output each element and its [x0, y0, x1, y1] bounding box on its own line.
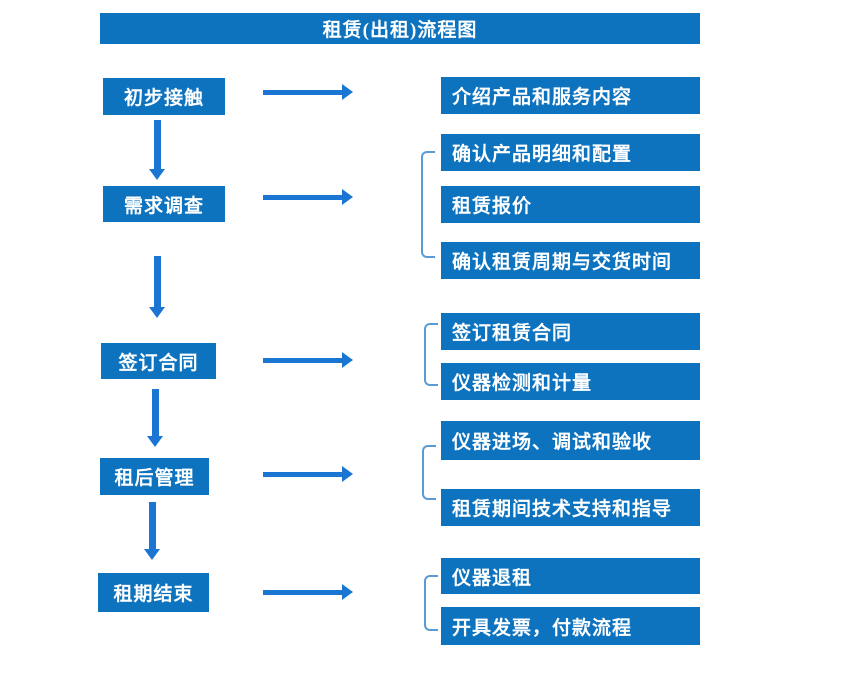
arrow-head	[149, 307, 165, 318]
arrow-shaft	[263, 194, 342, 200]
flowchart-title: 租赁(出租)流程图	[100, 13, 700, 44]
step-box-post-rental-management: 租后管理	[100, 458, 209, 495]
detail-box-instrument-setup-acceptance: 仪器进场、调试和验收	[441, 421, 700, 460]
detail-box-tech-support: 租赁期间技术支持和指导	[441, 489, 700, 526]
arrow-head	[149, 169, 165, 180]
step-box-rental-end: 租期结束	[98, 573, 209, 612]
arrow-head	[147, 436, 163, 447]
bracket	[424, 575, 438, 631]
bracket	[421, 151, 435, 258]
arrow-shaft	[153, 120, 161, 169]
arrow-down-icon	[149, 120, 165, 180]
arrow-head	[342, 352, 353, 368]
detail-box-sign-rental-contract: 签订租赁合同	[441, 313, 700, 350]
step-box-sign-contract: 签订合同	[101, 343, 216, 379]
arrow-head	[342, 466, 353, 482]
detail-box-instrument-return: 仪器退租	[441, 558, 700, 594]
arrow-shaft	[153, 256, 161, 307]
arrow-head	[144, 549, 160, 560]
arrow-down-icon	[144, 502, 160, 560]
detail-box-rental-quotation: 租赁报价	[441, 186, 700, 223]
arrow-right-icon	[263, 466, 353, 482]
arrow-head	[342, 584, 353, 600]
arrow-shaft	[263, 357, 342, 363]
arrow-down-icon	[147, 389, 163, 447]
detail-box-confirm-period-delivery: 确认租赁周期与交货时间	[441, 242, 700, 279]
step-box-demand-survey: 需求调查	[103, 186, 225, 222]
arrow-shaft	[151, 389, 159, 436]
detail-box-introduce-products: 介绍产品和服务内容	[441, 77, 700, 114]
arrow-right-icon	[263, 584, 353, 600]
detail-box-instrument-testing: 仪器检测和计量	[441, 363, 700, 400]
arrow-shaft	[148, 502, 156, 549]
arrow-down-icon	[149, 256, 165, 318]
arrow-right-icon	[263, 352, 353, 368]
arrow-right-icon	[263, 84, 353, 100]
arrow-shaft	[263, 589, 342, 595]
bracket	[422, 445, 436, 500]
arrow-right-icon	[263, 189, 353, 205]
step-box-initial-contact: 初步接触	[103, 78, 225, 115]
arrow-head	[342, 84, 353, 100]
arrow-shaft	[263, 89, 342, 95]
detail-box-invoice-payment: 开具发票，付款流程	[441, 607, 700, 645]
bracket	[424, 323, 438, 386]
detail-box-confirm-product-config: 确认产品明细和配置	[441, 134, 700, 171]
arrow-head	[342, 189, 353, 205]
arrow-shaft	[263, 471, 342, 477]
